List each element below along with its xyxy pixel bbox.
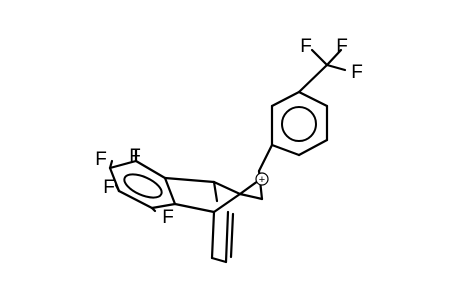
atom-f-aryl-4: F xyxy=(162,207,174,228)
bond xyxy=(210,210,216,260)
bond xyxy=(108,159,114,170)
aromatic-circle xyxy=(123,173,163,199)
bond xyxy=(163,176,216,184)
bond xyxy=(163,176,177,206)
bond xyxy=(257,143,274,173)
charge-sign: + xyxy=(259,174,265,186)
atom-f-aryl-2: F xyxy=(95,149,107,170)
bond xyxy=(297,63,329,94)
trifluoromethyl-group xyxy=(297,48,347,94)
bond xyxy=(212,180,219,203)
bond xyxy=(117,189,154,210)
bond xyxy=(325,48,343,67)
atom-f-aryl-1: F xyxy=(129,146,141,167)
atom-f-cf3-2: F xyxy=(336,36,348,57)
bond xyxy=(210,256,228,264)
bond xyxy=(212,192,242,214)
atom-f-cf3-3: F xyxy=(351,62,363,83)
bond xyxy=(297,138,329,157)
bond xyxy=(310,48,329,67)
aryl-cf-bonds xyxy=(108,148,157,213)
bond xyxy=(270,90,301,108)
bond xyxy=(114,183,121,193)
bond xyxy=(238,179,260,196)
positive-charge-icon: + xyxy=(255,172,269,186)
bond xyxy=(134,159,167,180)
bond xyxy=(108,159,138,170)
bond xyxy=(150,206,157,213)
aromatic-circle xyxy=(281,106,317,142)
bond xyxy=(212,180,242,196)
bond xyxy=(150,202,177,210)
bond xyxy=(173,202,216,214)
bond xyxy=(229,212,235,259)
atom-f-aryl-3: F xyxy=(103,177,115,198)
atom-f-cf3-1: F xyxy=(300,36,312,57)
phenyl-ring xyxy=(257,90,329,201)
bond xyxy=(270,143,301,157)
bond xyxy=(224,210,230,264)
bond xyxy=(238,192,264,201)
tetrafluorobenzo-ring xyxy=(108,159,177,210)
bond xyxy=(297,90,329,108)
bond xyxy=(325,63,347,72)
bicyclic-framework xyxy=(163,176,264,264)
